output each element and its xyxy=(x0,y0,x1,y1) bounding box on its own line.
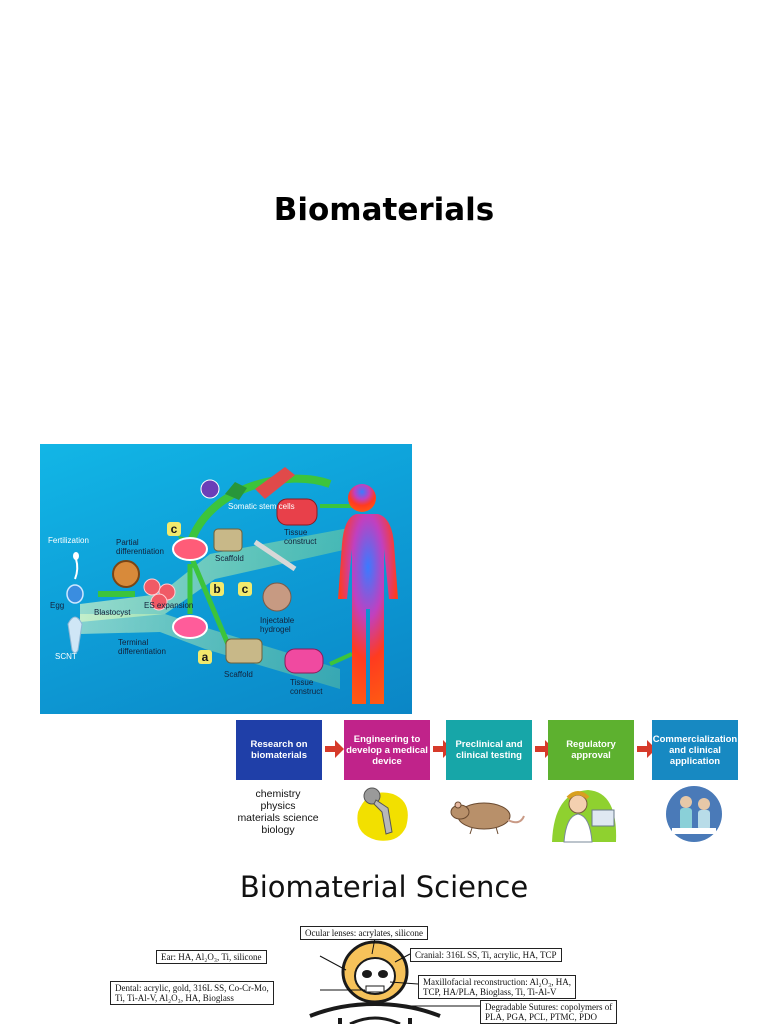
label-ear-text: Ear: HA, Al₂O₃, Ti, silicone xyxy=(161,952,262,962)
stage-regulatory: Regulatory approval xyxy=(548,720,634,780)
scaffold-top-shape xyxy=(213,528,243,552)
sperm-tail xyxy=(74,558,79,580)
terminal-diff-dish xyxy=(172,615,208,639)
marker-c-2: c xyxy=(238,582,252,596)
tissue-construct-bottom-shape xyxy=(284,648,324,674)
hip-implant-icon xyxy=(357,787,408,841)
label-ear: Ear: HA, Al₂O₃, Ti, silicone xyxy=(156,950,267,964)
marker-a: a xyxy=(198,650,212,664)
label-dental-line2: Ti, Ti-Al-V, Al₂O₃, HA, Bioglass xyxy=(115,993,234,1003)
tissue-construct-top-shape xyxy=(276,498,318,526)
discipline-chemistry: chemistry xyxy=(255,788,301,800)
scientist-icon xyxy=(552,790,617,843)
label-cranial: Cranial: 316L SS, Ti, acrylic, HA, TCP xyxy=(410,948,562,962)
sperm-head xyxy=(73,552,79,560)
discipline-physics: physics xyxy=(260,800,296,812)
skeleton-implants-figure: Ocular lenses: acrylates, silicone Ear: … xyxy=(110,920,660,1024)
page-title: Biomaterials xyxy=(273,192,495,228)
flow-arrow-4 xyxy=(637,740,656,758)
label-maxillofacial: Maxillofacial reconstruction: Al₂O₃, HA,… xyxy=(418,975,576,999)
label-tissue-construct-bottom: Tissue construct xyxy=(290,678,323,696)
label-egg: Egg xyxy=(50,601,65,610)
scaffold-bottom-shape xyxy=(225,638,263,664)
label-degradable-sutures: Degradable Sutures: copolymers of PLA, P… xyxy=(480,1000,618,1024)
arrow-tissue-body-bottom xyxy=(329,652,353,666)
stage-engineering: Engineering to develop a medical device xyxy=(344,720,430,780)
label-es-expansion: ES expansion xyxy=(144,601,194,610)
es-cell-3 xyxy=(150,593,168,611)
top-curved-arrow xyxy=(186,474,332,546)
label-terminal-differentiation: Terminal differentiation xyxy=(118,638,166,656)
line-ocular xyxy=(371,937,376,955)
label-tissue-construct-top: Tissue construct xyxy=(284,528,317,546)
label-scaffold-bottom: Scaffold xyxy=(224,670,253,679)
stem-cell-tissue-engineering-figure: Fertilization Egg SCNT Blastocyst ES exp… xyxy=(40,444,412,714)
label-scnt: SCNT xyxy=(55,652,77,661)
discipline-materials-science: materials science xyxy=(237,812,319,824)
line-cranial xyxy=(394,953,411,963)
label-dental: Dental: acrylic, gold, 316L SS, Co-Cr-Mo… xyxy=(110,981,274,1005)
somatic-cell-3 xyxy=(255,467,295,499)
partial-diff-dish xyxy=(172,537,208,561)
label-blastocyst: Blastocyst xyxy=(94,608,131,617)
label-ocular-lenses: Ocular lenses: acrylates, silicone xyxy=(300,926,428,940)
es-cell-1 xyxy=(143,578,161,596)
biomaterials-development-flow: Research on biomaterials Engineering to … xyxy=(230,716,740,848)
stage-commercialization: Commercialization and clinical applicati… xyxy=(652,720,738,780)
line-maxillofacial xyxy=(389,981,419,985)
figure-artwork xyxy=(66,467,398,704)
label-fertilization: Fertilization xyxy=(48,536,89,545)
label-somatic-stem-cells: Somatic stem cells xyxy=(228,502,295,511)
marker-b: b xyxy=(210,582,224,596)
label-dental-line1: Dental: acrylic, gold, 316L SS, Co-Cr-Mo… xyxy=(115,983,269,993)
hydrogel-shape xyxy=(262,582,292,612)
label-cranial-text: Cranial: 316L SS, Ti, acrylic, HA, TCP xyxy=(415,950,557,960)
flow-arrow-1 xyxy=(325,740,344,758)
label-ocular-text: Ocular lenses: acrylates, silicone xyxy=(305,928,423,938)
discipline-biology: biology xyxy=(261,824,295,836)
section-subtitle: Biomaterial Science xyxy=(239,870,529,904)
blastocyst-cell xyxy=(112,560,140,588)
syringe xyxy=(253,539,297,572)
disciplines-list: chemistry physics materials science biol… xyxy=(230,788,326,836)
egg-cell xyxy=(66,584,84,604)
label-scaffold-top: Scaffold xyxy=(215,554,244,563)
clavicles xyxy=(309,1001,441,1018)
label-maxillofacial-line2: TCP, HA/PLA, Bioglass, Ti, Ti-Al-V xyxy=(423,987,557,997)
stage-research: Research on biomaterials xyxy=(236,720,322,780)
label-sutures-line1: Degradable Sutures: copolymers of xyxy=(485,1002,613,1012)
scnt-pipette xyxy=(67,616,83,654)
lower-light-path xyxy=(80,614,340,689)
label-maxillofacial-line1: Maxillofacial reconstruction: Al₂O₃, HA, xyxy=(423,977,571,987)
rat-icon xyxy=(450,801,525,835)
somatic-cell-1 xyxy=(200,479,220,499)
arrow-partial-scaffold xyxy=(187,553,233,650)
skeleton-artwork xyxy=(309,937,480,1024)
line-ear xyxy=(319,955,347,971)
label-sutures-line2: PLA, PGA, PCL, PTMC, PDO xyxy=(485,1012,598,1022)
stage-testing: Preclinical and clinical testing xyxy=(446,720,532,780)
label-partial-differentiation: Partial differentiation xyxy=(116,538,164,556)
human-body-silhouette xyxy=(338,484,398,704)
marker-c: c xyxy=(167,522,181,536)
label-injectable-hydrogel: Injectable hydrogel xyxy=(260,616,295,634)
somatic-cell-2 xyxy=(225,482,247,500)
surgery-icon xyxy=(666,786,722,842)
